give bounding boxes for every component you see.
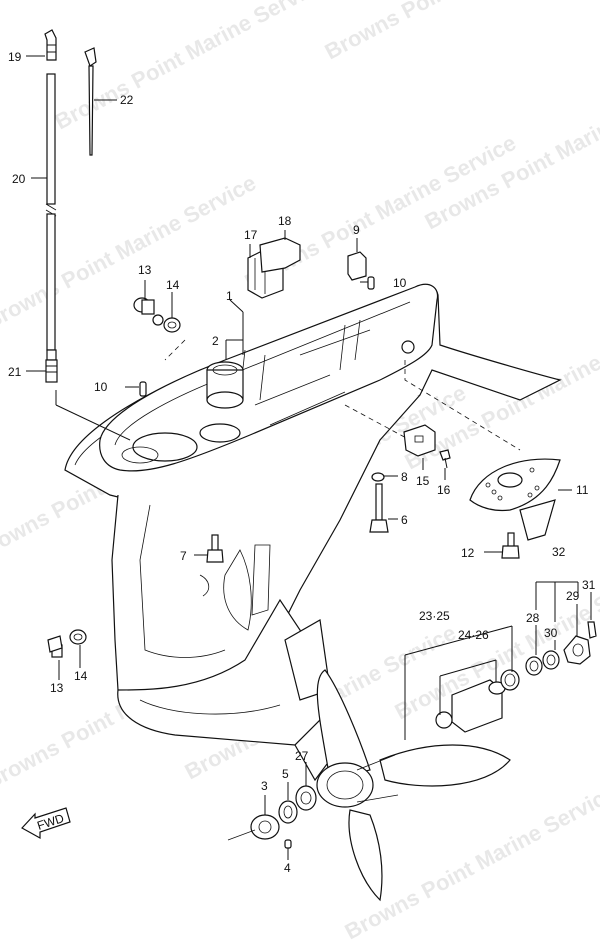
callout-labels: 19 22 20 21 13 14 1 2 17 18 9 10 10 8 15… xyxy=(8,50,596,875)
callout-9: 9 xyxy=(353,223,360,237)
pin-10-upper xyxy=(367,276,375,290)
callout-3: 3 xyxy=(261,779,268,793)
callout-13-lower: 13 xyxy=(50,681,64,695)
pin-4 xyxy=(284,839,292,849)
bolt-12 xyxy=(501,532,520,559)
gear-case-housing xyxy=(64,283,562,782)
callout-29: 29 xyxy=(566,589,580,603)
drain-plug-upper xyxy=(133,297,186,361)
thrust-bush-27 xyxy=(295,785,317,811)
callout-14-lower: 14 xyxy=(74,669,88,683)
callout-20: 20 xyxy=(12,172,26,186)
callout-8: 8 xyxy=(401,470,408,484)
callout-10-left: 10 xyxy=(94,380,108,394)
cotter-pin-31 xyxy=(587,621,597,639)
callout-11: 11 xyxy=(576,483,589,497)
callout-16: 16 xyxy=(437,483,451,497)
callout-19: 19 xyxy=(8,50,22,64)
cover-15 xyxy=(403,424,436,457)
screw-16 xyxy=(439,449,451,469)
callout-23-25: 23·25 xyxy=(419,609,450,623)
watermark-text: Browns Point Marine Service xyxy=(0,170,260,334)
callout-24-26: 24·26 xyxy=(458,628,489,642)
callout-32: 32 xyxy=(552,545,566,559)
bolt-6 xyxy=(369,483,389,533)
trim-tab xyxy=(344,360,561,541)
callout-2: 2 xyxy=(212,334,219,348)
callout-21: 21 xyxy=(8,365,22,379)
callout-30: 30 xyxy=(544,626,558,640)
shift-rod xyxy=(44,29,58,383)
callout-12: 12 xyxy=(461,546,475,560)
callout-6: 6 xyxy=(401,513,408,527)
bolt-7 xyxy=(206,534,224,563)
washer-30 xyxy=(542,650,560,670)
callout-13-upper: 13 xyxy=(138,263,152,277)
pin-upper xyxy=(139,381,147,397)
seal-5 xyxy=(278,800,298,824)
propeller xyxy=(316,669,511,902)
callout-14-upper: 14 xyxy=(166,278,180,292)
callout-10-right: 10 xyxy=(393,276,407,290)
callout-7: 7 xyxy=(180,549,187,563)
leader-lines xyxy=(26,55,592,860)
rubber-cap-9 xyxy=(347,251,367,281)
callout-5: 5 xyxy=(282,767,289,781)
nut-29 xyxy=(563,635,591,665)
callout-15: 15 xyxy=(416,474,430,488)
callout-1: 1 xyxy=(226,289,233,303)
callout-17: 17 xyxy=(244,228,258,242)
callout-27: 27 xyxy=(295,749,309,763)
watermark-text: Browns Point Marine Service xyxy=(321,0,600,64)
callout-22: 22 xyxy=(120,93,134,107)
washer-2426 xyxy=(500,669,520,691)
rear-bushing xyxy=(435,679,506,733)
callout-4: 4 xyxy=(284,861,291,875)
fwd-arrow: FWD xyxy=(21,807,71,840)
front-bushing-3 xyxy=(227,814,280,841)
callout-31: 31 xyxy=(582,578,596,592)
callout-18: 18 xyxy=(278,214,292,228)
cable-tie xyxy=(84,47,97,156)
fwd-label: FWD xyxy=(35,811,66,833)
washer-8 xyxy=(371,472,385,482)
cover-17 xyxy=(247,237,301,299)
drain-plug-lower xyxy=(47,629,87,658)
washer-28 xyxy=(525,656,543,676)
callout-28: 28 xyxy=(526,611,540,625)
